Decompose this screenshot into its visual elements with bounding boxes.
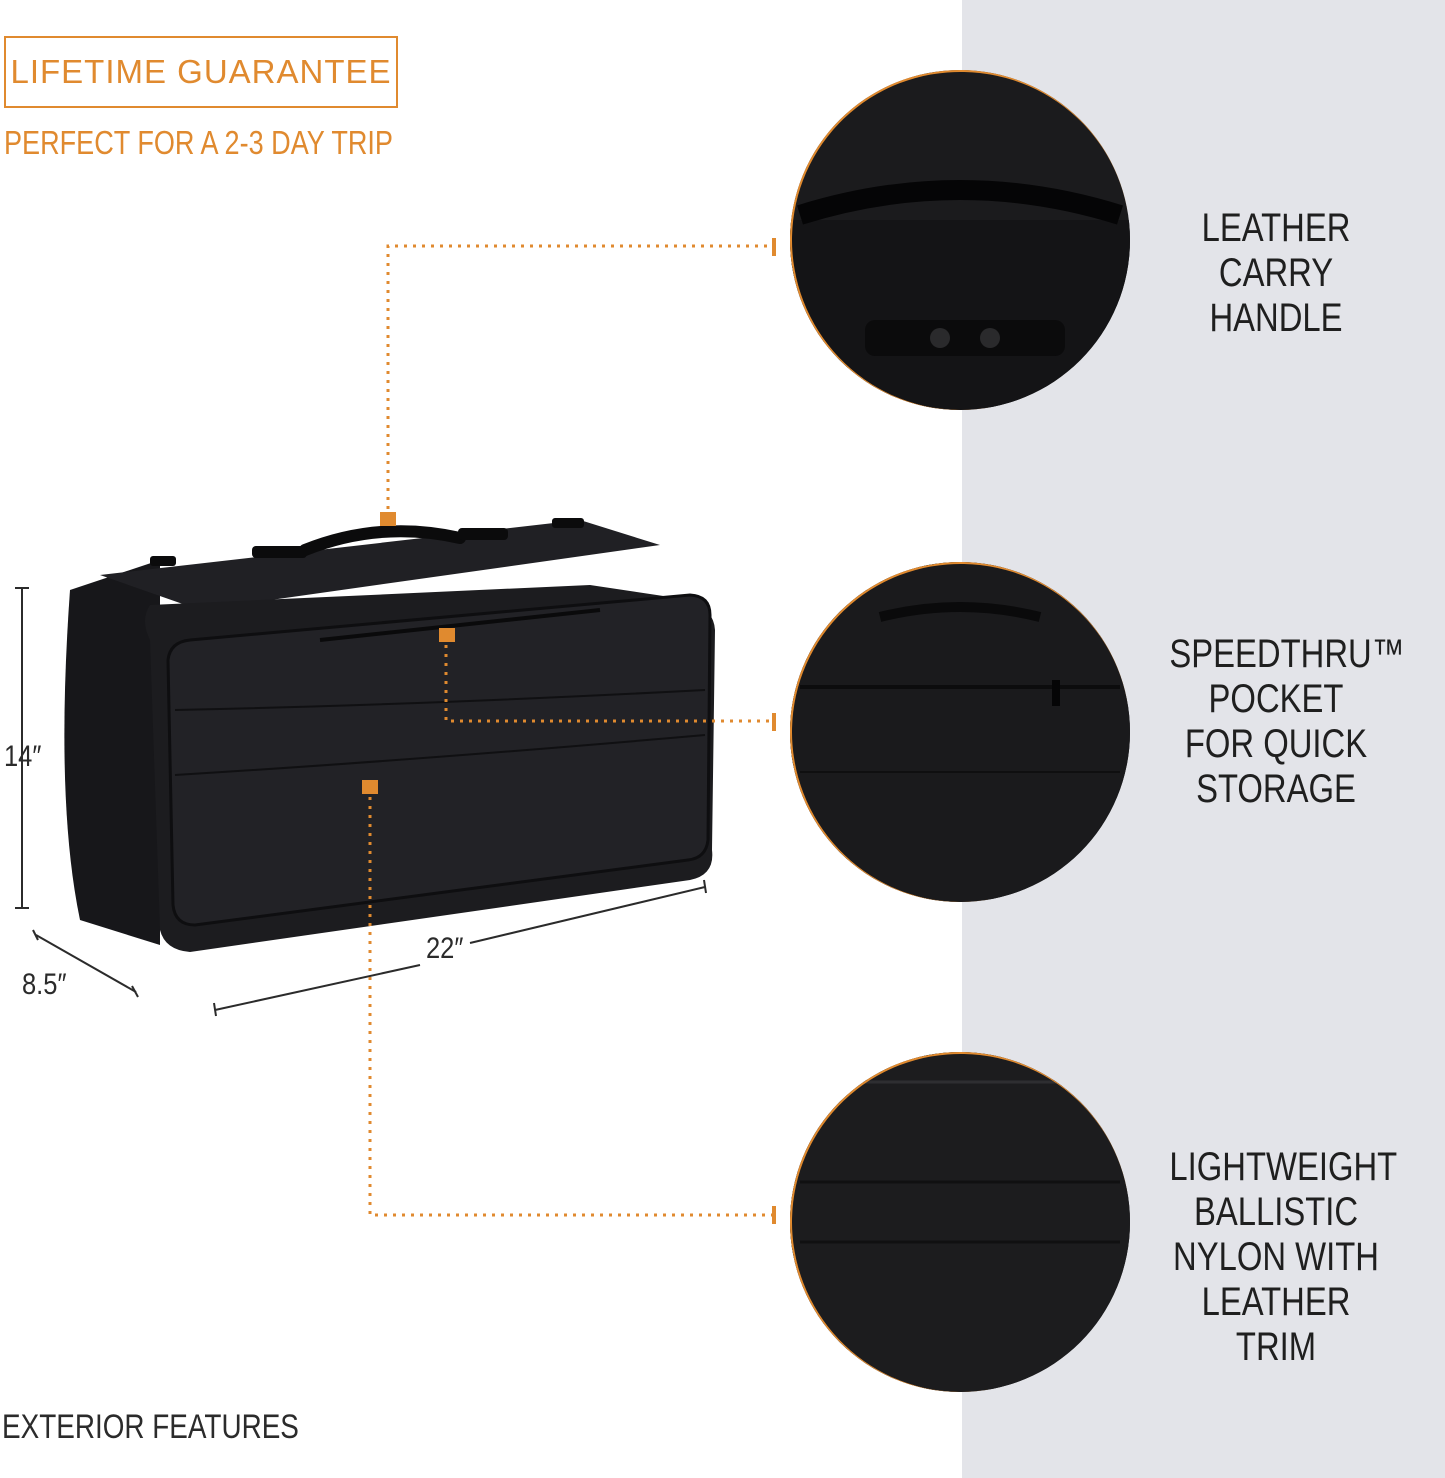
garment-bag-image <box>15 238 776 1224</box>
feature-leather-handle: LEATHER CARRY HANDLE <box>1201 206 1351 340</box>
pocket-detail-photo <box>790 562 1130 902</box>
exterior-features-caption: EXTERIOR FEATURES <box>2 1408 299 1446</box>
nylon-detail-photo <box>790 1052 1130 1392</box>
feature-ballistic-nylon: LIGHTWEIGHT BALLISTIC NYLON WITH LEATHER… <box>1169 1145 1398 1369</box>
height-dimension-label: 14″ <box>4 740 42 773</box>
handle-detail-photo <box>790 70 1130 410</box>
trip-length-subtitle: PERFECT FOR A 2-3 DAY TRIP <box>4 124 393 161</box>
lifetime-guarantee-badge: LIFETIME GUARANTEE <box>4 36 398 108</box>
depth-dimension-label: 8.5″ <box>22 968 67 1001</box>
feature-speedthru-pocket: SPEEDTHRU™ POCKET FOR QUICK STORAGE <box>1169 632 1405 811</box>
width-dimension-label: 22″ <box>426 932 464 965</box>
